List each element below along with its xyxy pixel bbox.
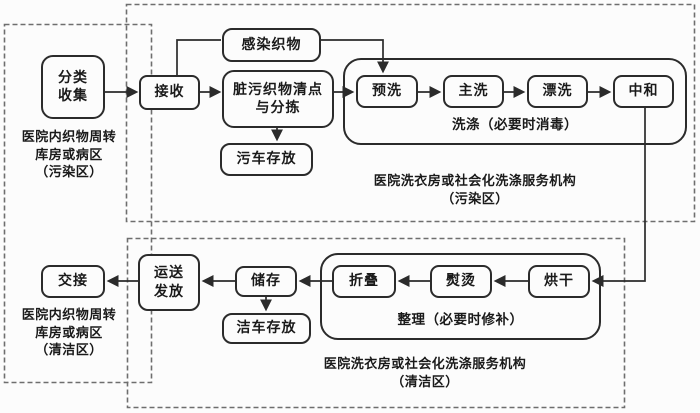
- connector-receive-to-infected: [176, 39, 221, 77]
- node-rinse: 漂洗: [527, 75, 588, 108]
- node-iron: 熨烫: [430, 265, 492, 298]
- node-infected-textiles: 感染织物: [222, 28, 321, 62]
- node-receive: 接收: [139, 75, 200, 110]
- node-neutralize: 中和: [613, 75, 674, 108]
- zone-laundry-dirty-border: [125, 3, 696, 223]
- node-count-sort: 脏污织物清点 与分拣: [222, 70, 334, 128]
- connector-infected-to-prewash: [320, 39, 389, 74]
- node-handover: 交接: [41, 265, 105, 298]
- connector-neutralize-to-dry: [591, 108, 646, 287]
- node-storage: 储存: [235, 266, 297, 297]
- node-clean-cart-storage: 洁车存放: [222, 313, 311, 344]
- zone-hospital-border: [3, 23, 153, 384]
- node-main-wash: 主洗: [443, 75, 504, 108]
- node-transport-issue: 运送 发放: [138, 254, 200, 311]
- finish-group-label: 整理（必要时修补）: [397, 312, 524, 328]
- node-prewash: 预洗: [356, 75, 418, 108]
- node-dry: 烘干: [528, 265, 590, 298]
- zone-hospital-clean-label: 医院内织物周转 库房或病区 （清洁区）: [21, 308, 117, 359]
- node-dirty-cart-storage: 污车存放: [220, 143, 313, 176]
- zone-laundry-dirty-label: 医院洗衣房或社会化洗涤服务机构 （污染区）: [373, 174, 577, 207]
- node-fold: 折叠: [332, 265, 396, 298]
- wash-group-container: [343, 58, 687, 145]
- node-classify-collect: 分类 收集: [41, 55, 105, 119]
- zone-laundry-clean-label: 医院洗衣房或社会化洗涤服务机构 （清洁区）: [323, 357, 527, 390]
- wash-group-label: 洗涤（必要时消毒）: [452, 117, 578, 133]
- finish-group-container: [320, 253, 601, 340]
- zone-hospital-dirty-label: 医院内织物周转 库房或病区 （污染区）: [21, 130, 117, 181]
- zone-laundry-clean-border: [126, 237, 626, 409]
